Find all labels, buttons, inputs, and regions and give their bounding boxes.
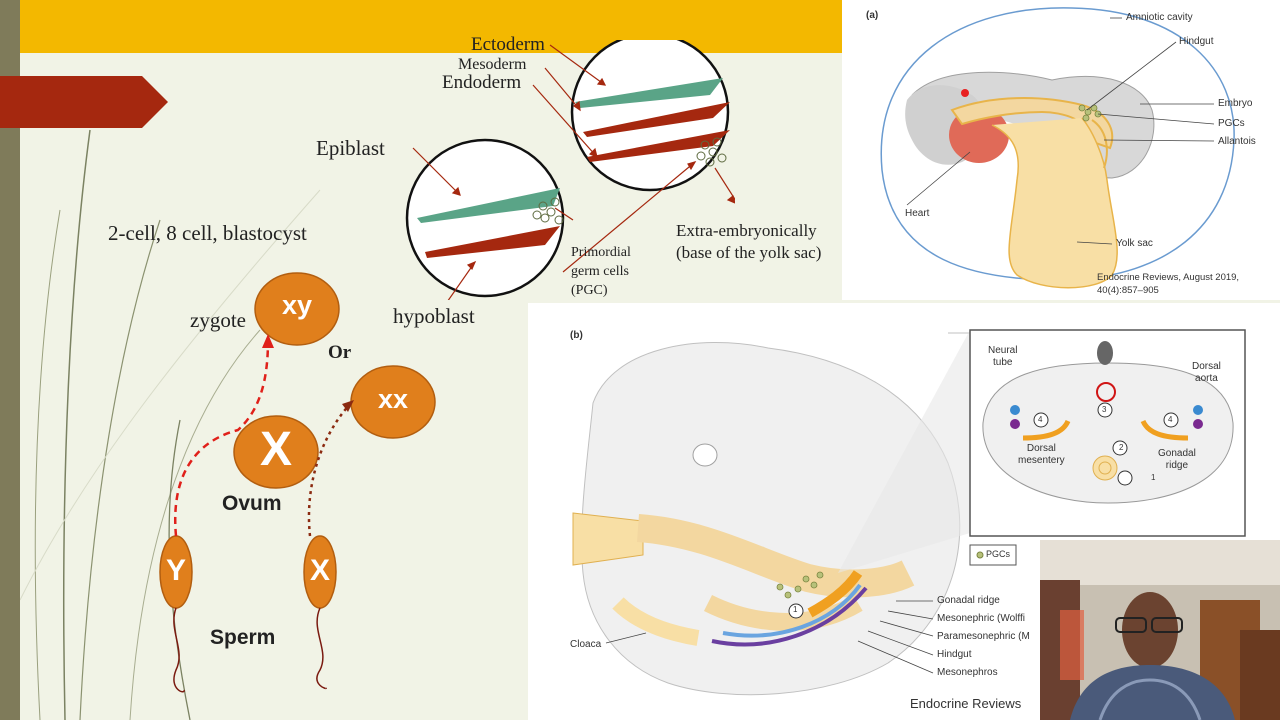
figure-b-letter: (b): [570, 330, 583, 341]
label-gonadal-ridge: Gonadal ridge: [937, 595, 1000, 606]
label-mesonephric: Mesonephric (Wolffi: [937, 613, 1025, 624]
label-heart: Heart: [905, 208, 930, 219]
figure-b-panel: (b) Neural tube Dorsal aorta Dorsal mese…: [528, 303, 1280, 720]
inset-num-4-right: 4: [1168, 415, 1173, 424]
label-hindgut-a: Hindgut: [1179, 36, 1214, 47]
legend-pgcs: PGCs: [986, 549, 1011, 559]
label-mesonephros: Mesonephros: [937, 667, 998, 678]
inset-num-3: 3: [1102, 405, 1107, 414]
label-amniotic-cavity: Amniotic cavity: [1126, 12, 1193, 23]
developmental-stages-text: 2-cell, 8 cell, blastocyst: [108, 221, 307, 245]
hypoblast-label: hypoblast: [393, 304, 475, 328]
or-label: Or: [328, 342, 352, 363]
ovum-label: Ovum: [222, 492, 282, 515]
extra-embryonic-label: Extra-embryonically (base of the yolk sa…: [676, 221, 822, 262]
sperm-y-label: Y: [165, 554, 186, 587]
embryo-diagram-b: [572, 329, 1246, 696]
label-hindgut-b: Hindgut: [937, 649, 972, 660]
mesoderm-label: Mesoderm: [458, 56, 527, 73]
inset-num-2: 2: [1119, 443, 1124, 452]
germ-layer-diagram: [405, 40, 735, 300]
sperm-x-label: X: [309, 554, 330, 587]
label-dorsal-aorta: Dorsal aorta: [1192, 361, 1221, 384]
embryo-diagram-a: [880, 7, 1235, 289]
label-neural-tube: Neural tube: [988, 345, 1018, 368]
watermark: Endocrine Reviews: [910, 696, 1022, 711]
title-arrow-shape: [0, 76, 168, 128]
slide-top-band: [20, 0, 842, 53]
presenter-video: [1040, 540, 1280, 720]
label-gonadal-ridge-inset: Gonadal ridge: [1158, 448, 1196, 471]
inset-num-4-left: 4: [1038, 415, 1043, 424]
label-embryo: Embryo: [1218, 98, 1253, 109]
fertilization-diagram: [159, 272, 436, 693]
zygote-label: zygote: [190, 308, 246, 332]
sperm-label: Sperm: [210, 626, 276, 649]
zygote-xy-label: xy: [281, 290, 313, 320]
label-cloaca: Cloaca: [570, 639, 602, 650]
step-1-label: 1: [793, 605, 798, 614]
label-yolk-sac: Yolk sac: [1116, 238, 1153, 249]
pgc-label: Primordial germ cells (PGC): [571, 245, 631, 298]
label-pgcs-a: PGCs: [1218, 118, 1245, 129]
label-allantois: Allantois: [1218, 136, 1256, 147]
inset-num-1: 1: [1151, 473, 1156, 482]
label-paramesonephric: Paramesonephric (M: [937, 631, 1030, 642]
ovum-chromosome-label: X: [259, 423, 292, 476]
endoderm-label: Endoderm: [442, 72, 522, 93]
webcam-video: [1040, 540, 1280, 720]
figure-a-letter: (a): [866, 10, 879, 21]
citation: Endocrine Reviews, August 2019, 40(4):85…: [1097, 272, 1240, 296]
epiblast-label: Epiblast: [316, 136, 385, 160]
figure-a-panel: (a) Amniotic cavity Hindgut Embryo PGCs …: [842, 0, 1280, 300]
ectoderm-label: Ectoderm: [471, 34, 545, 55]
label-dorsal-mesentery: Dorsal mesentery: [1018, 443, 1065, 466]
slide-left-bar: [0, 0, 20, 720]
zygote-xx-label: xx: [377, 384, 409, 414]
